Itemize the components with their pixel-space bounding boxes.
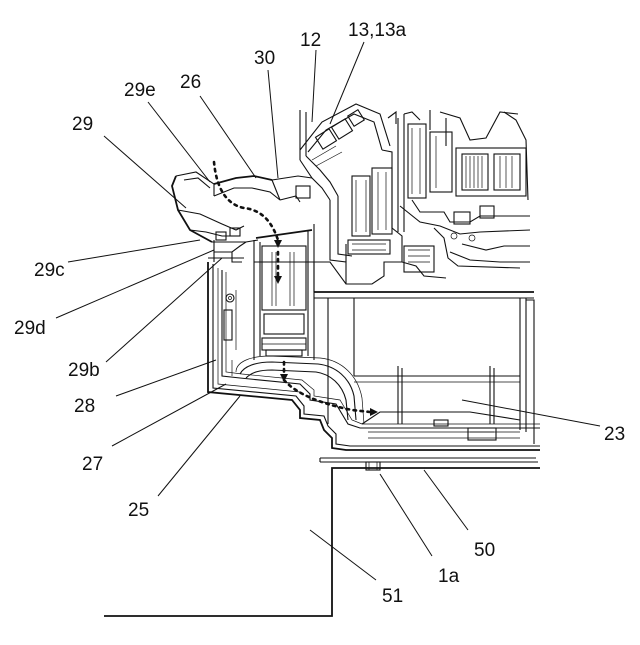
label-25: 25	[128, 500, 149, 521]
label-29d: 29d	[14, 318, 46, 339]
label-29: 29	[72, 114, 93, 135]
base-plate-50	[320, 458, 538, 462]
label-29c: 29c	[34, 260, 65, 281]
label-51: 51	[382, 586, 403, 607]
label-29e: 29e	[124, 80, 156, 101]
duct-wall-27	[222, 270, 540, 428]
label-29b: 29b	[68, 360, 100, 381]
inlet-hood-29	[172, 172, 258, 262]
label-13-13a: 13,13a	[348, 20, 407, 41]
vertical-duct-30	[254, 224, 314, 360]
label-27: 27	[82, 454, 103, 475]
upper-mechanism	[352, 110, 530, 236]
label-12: 12	[300, 30, 321, 51]
label-1a: 1a	[438, 566, 460, 587]
chamber-23	[328, 298, 534, 444]
label-28: 28	[74, 396, 95, 417]
label-30: 30	[254, 48, 275, 69]
flow-guide-26	[214, 176, 312, 202]
label-23: 23	[604, 424, 625, 445]
label-26: 26	[180, 72, 201, 93]
label-50: 50	[474, 540, 495, 561]
mid-mechanism	[254, 228, 534, 298]
